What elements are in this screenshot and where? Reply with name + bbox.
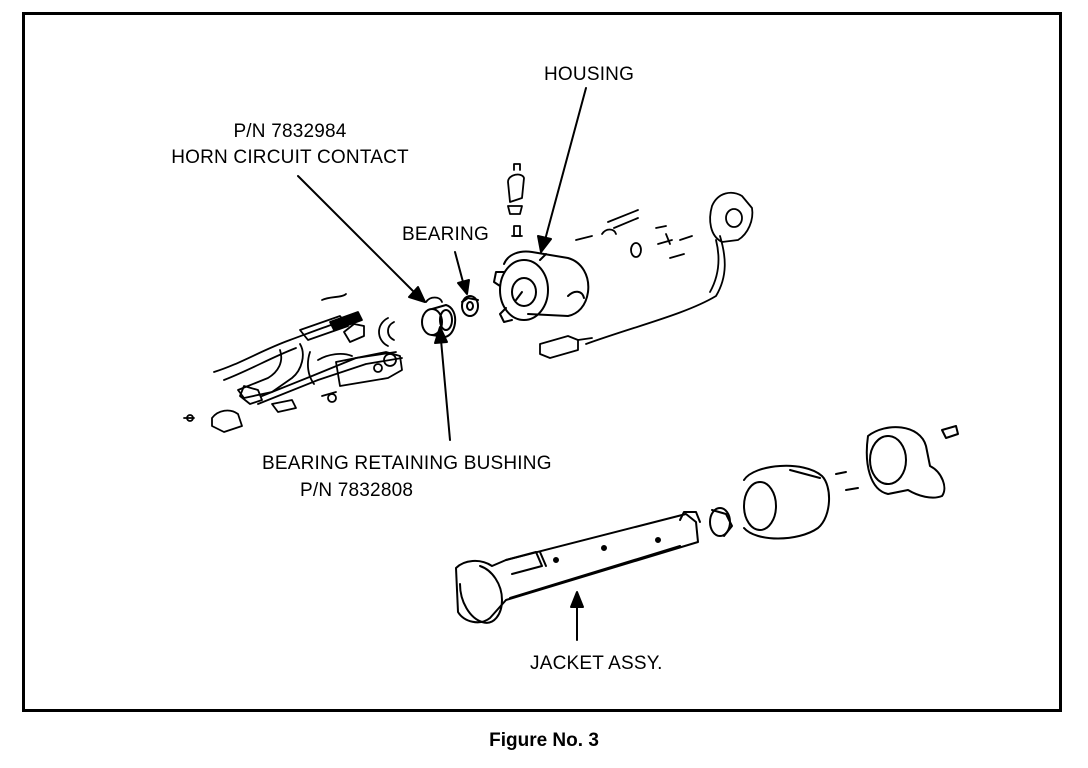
bushing-label: BEARING RETAINING BUSHING [262,453,552,474]
lock-plate-piece [211,409,243,433]
retaining-ring [387,321,395,341]
bushing-part [421,304,457,338]
housing-part [493,250,590,323]
horn-contact-arrowhead [408,286,426,303]
lower-bearing-housing-part [743,464,859,540]
jacket-label: JACKET ASSY. [530,653,663,674]
bearing-part [461,295,479,317]
bearing-leader [454,251,464,283]
horn-contact-part-number: P/N 7832984 [233,121,347,142]
switch-cam-and-harness [539,191,754,359]
bushing-leader [440,339,451,441]
switch-and-wiring-assembly [183,293,443,433]
diagram-frame [22,12,1062,712]
horn-contact-label: HORN CIRCUIT CONTACT [171,147,409,168]
bearing-label: BEARING [402,224,489,245]
jacket-arrowhead [570,591,584,608]
jacket-assembly-part [455,511,701,624]
housing-label: HOUSING [544,64,635,85]
housing-leader [544,87,587,241]
horn-contact-leader [297,175,415,293]
figure-caption: Figure No. 3 [489,730,599,751]
bearing-arrowhead [457,279,470,295]
switch-actuator-small-parts [507,163,693,259]
housing-arrowhead [537,235,552,253]
shroud-ring-part [709,507,733,537]
end-cap-part [865,425,959,499]
leader-arrows [297,87,587,641]
bushing-part-number: P/N 7832808 [300,480,414,501]
